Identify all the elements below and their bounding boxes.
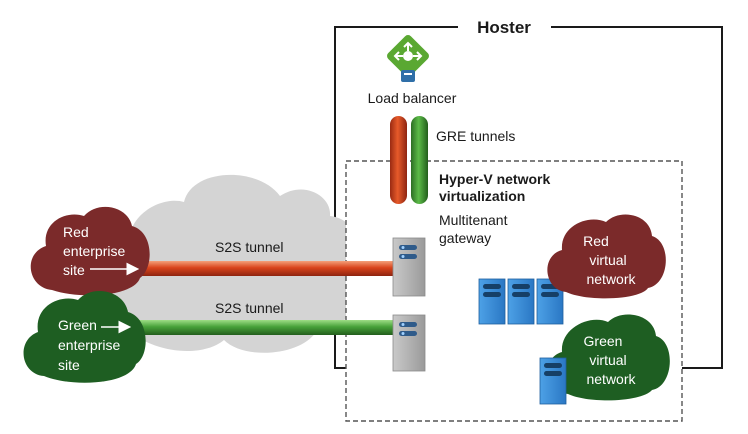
gre-tunnels-label: GRE tunnels	[436, 128, 515, 144]
hyperv-host-server-1	[478, 278, 506, 325]
red-site-line1: Red	[63, 224, 89, 240]
green-vnet-server	[539, 357, 567, 405]
gre-tunnel-green	[411, 116, 428, 204]
red-vnet-line3: network	[586, 271, 636, 287]
gateway-label-line1: Multitenant	[439, 212, 508, 228]
green-vnet-line2: virtual	[589, 352, 626, 368]
s2s-tunnel-red-label: S2S tunnel	[215, 239, 284, 255]
hyperv-title-line2: virtualization	[439, 188, 525, 204]
gateway-label-line2: gateway	[439, 230, 491, 246]
s2s-tunnel-green-label: S2S tunnel	[215, 300, 284, 316]
red-vnet-line2: virtual	[589, 252, 626, 268]
hyperv-host-server-2	[507, 278, 535, 325]
gateway-server-top	[392, 237, 426, 297]
s2s-tunnel-green	[120, 320, 402, 335]
green-enterprise-site-cloud	[23, 290, 146, 383]
red-site-line2: enterprise	[63, 243, 125, 259]
green-vnet-line1: Green	[584, 333, 623, 349]
gre-tunnel-red	[390, 116, 407, 204]
green-vnet-line3: network	[586, 371, 636, 387]
hoster-title: Hoster	[477, 18, 531, 37]
red-site-line3: site	[63, 262, 85, 278]
red-vnet-line1: Red	[583, 233, 609, 249]
green-virtual-network-cloud	[548, 314, 670, 401]
green-site-line3: site	[58, 357, 80, 373]
s2s-tunnel-red	[130, 261, 402, 276]
load-balancer-label: Load balancer	[368, 90, 457, 106]
red-virtual-network-cloud	[547, 214, 666, 299]
green-site-line1: Green	[58, 317, 97, 333]
green-site-line2: enterprise	[58, 337, 120, 353]
gateway-server-bottom	[392, 314, 426, 372]
hyperv-title-line1: Hyper-V network	[439, 171, 550, 187]
load-balancer-icon	[387, 35, 429, 82]
red-enterprise-site-cloud	[30, 206, 150, 296]
